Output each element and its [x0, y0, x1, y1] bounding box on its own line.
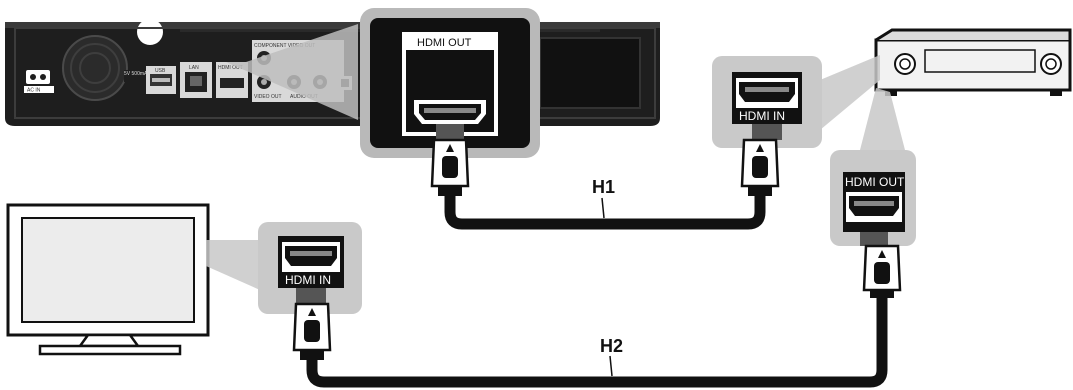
av-receiver	[874, 28, 1072, 96]
lan-label: LAN	[189, 65, 199, 71]
zoom-beam-player	[226, 24, 358, 120]
zoom-beam-receiver-in	[820, 55, 880, 130]
lan-port: LAN	[180, 62, 212, 98]
tv-base	[38, 344, 182, 356]
receiver-hdmi-in-box: HDMI IN	[712, 56, 822, 148]
cable-h1-label: H1	[592, 177, 615, 197]
receiver-hdmi-in-label: HDMI IN	[739, 109, 785, 123]
ac-inlet: AC IN	[24, 70, 54, 94]
usb-label: USB	[155, 68, 166, 74]
usb-port: USB	[146, 66, 176, 94]
cable-h1: H1	[430, 138, 780, 230]
tv-hdmi-in-box: HDMI IN	[258, 222, 362, 314]
receiver-knob-left	[894, 53, 916, 75]
tv-hdmi-in-label: HDMI IN	[285, 273, 331, 287]
player-hdmi-out-zoom: HDMI OUT	[360, 8, 540, 158]
hdmi-plug-h2-tv	[292, 302, 332, 360]
hdmi-out-small-label: HDMI OUT	[218, 65, 243, 71]
receiver-hdmi-out-box: HDMI OUT	[830, 150, 916, 246]
component-label: COMPONENT VIDEO OUT	[254, 43, 315, 49]
video-out-label: VIDEO OUT	[254, 94, 282, 100]
receiver-knob-right	[1040, 53, 1062, 75]
hdmi-plug-h1-receiver	[740, 138, 780, 196]
hdmi-plug-h1-player	[430, 138, 470, 196]
ac-in-label: AC IN	[27, 88, 41, 94]
panel-notch	[137, 19, 163, 45]
hdmi-plug-h2-receiver	[862, 244, 902, 298]
zoom-beam-receiver-out	[860, 88, 905, 150]
zoom-beam-tv	[206, 240, 260, 290]
cable-h2-label: H2	[600, 336, 623, 356]
dc-label: 5V 500mA	[124, 71, 148, 77]
television	[6, 203, 210, 356]
receiver-hdmi-out-label: HDMI OUT	[845, 175, 905, 189]
tv-stand	[77, 333, 141, 348]
cable-h2: H2	[292, 244, 902, 388]
fan-grille	[62, 35, 128, 101]
audio-out-label: AUDIO OUT	[290, 94, 318, 100]
player-hdmi-out-label: HDMI OUT	[417, 37, 472, 49]
